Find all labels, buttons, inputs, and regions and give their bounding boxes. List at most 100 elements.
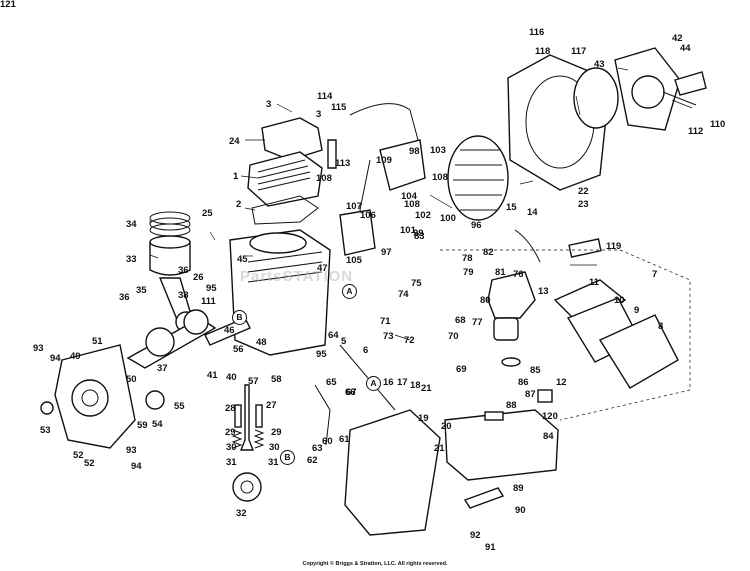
fuel-pump-cup (501, 357, 521, 367)
callout-label: 119 (606, 241, 622, 252)
callout-label: 20 (441, 421, 452, 432)
callout-label: 76 (513, 269, 524, 280)
spark-plug-lead (349, 103, 419, 141)
callout-label: 102 (415, 210, 431, 221)
callout-label: 50 (126, 374, 137, 385)
callout-label: 13 (538, 286, 549, 297)
callout-label: 89 (513, 483, 524, 494)
callout-label: 7 (652, 269, 658, 280)
callout-label: 54 (152, 419, 163, 430)
valve-spring (231, 429, 243, 449)
callout-label: 78 (462, 253, 473, 264)
callout-label: 36 (178, 265, 189, 276)
callout-label: 29 (271, 427, 282, 438)
callout-label: 86 (518, 377, 529, 388)
callout-label: 55 (174, 401, 185, 412)
dashed-outline (440, 249, 691, 421)
tappet (234, 404, 242, 428)
watermark: PartsSTATION (240, 268, 354, 285)
callout-label: 73 (383, 331, 394, 342)
marker-b: B (232, 310, 247, 325)
callout-label: 71 (380, 316, 391, 327)
cam-gear (232, 472, 262, 502)
marker-b: B (280, 450, 295, 465)
piston (149, 241, 191, 276)
callout-label: 15 (506, 202, 517, 213)
callout-label: 53 (40, 425, 51, 436)
callout-label: 31 (268, 457, 279, 468)
callout-label: 82 (483, 247, 494, 258)
head-gasket (251, 195, 319, 225)
callout-label: 40 (226, 372, 237, 383)
callout-label: 8 (658, 321, 664, 332)
callout-label: 70 (448, 331, 459, 342)
callout-label: 60 (322, 436, 333, 447)
callout-label: 108 (404, 199, 420, 210)
callout-label: 46 (224, 325, 235, 336)
callout-label: 1 (233, 171, 239, 182)
callout-label: 63 (312, 443, 323, 454)
callout-label: 108 (316, 173, 332, 184)
callout-label: 43 (594, 59, 605, 70)
callout-label: 110 (710, 119, 726, 130)
callout-label: 30 (226, 442, 237, 453)
callout-label: 35 (136, 285, 147, 296)
fuel-bowl (493, 317, 519, 341)
callout-label: 68 (455, 315, 466, 326)
callout-label: 105 (346, 255, 362, 266)
callout-label: 23 (578, 199, 589, 210)
callout-label: 104 (401, 191, 417, 202)
callout-label: 11 (589, 277, 600, 288)
callout-label: 26 (193, 272, 204, 283)
callout-label: 115 (331, 102, 347, 113)
callout-label: 49 (70, 351, 81, 362)
callout-label: 88 (506, 400, 517, 411)
callout-label: 75 (411, 278, 422, 289)
callout-label: 21 (421, 383, 432, 394)
callout-label: 34 (126, 219, 137, 230)
callout-label: 80 (480, 295, 491, 306)
callout-label: 10 (614, 295, 625, 306)
fuel-line (514, 229, 541, 263)
callout-label: 109 (376, 155, 392, 166)
callout-label: 47 (317, 263, 328, 274)
callout-label: 111 (201, 296, 216, 307)
muffler-shroud (344, 409, 441, 536)
callout-label: 100 (440, 213, 456, 224)
callout-label: 44 (680, 43, 691, 54)
callout-label: 112 (688, 126, 704, 137)
intake-valve (239, 384, 255, 451)
callout-label: 97 (381, 247, 392, 258)
callout-label: 28 (225, 403, 236, 414)
callout-label: 94 (131, 461, 142, 472)
callout-label: 16 (383, 377, 394, 388)
governor-gear (145, 390, 165, 410)
breather (339, 209, 376, 256)
callout-label: 95 (206, 283, 217, 294)
callout-label: 83 (414, 231, 425, 242)
callout-label: 57 (248, 376, 259, 387)
callout-label: 99 (413, 228, 424, 239)
head-cover (261, 117, 323, 161)
callout-label: 85 (530, 365, 541, 376)
callout-label: 48 (256, 337, 267, 348)
starter-handle (674, 71, 707, 96)
callout-label: 81 (495, 267, 506, 278)
fuel-tank (444, 409, 559, 481)
callout-label: 21 (434, 443, 445, 454)
carburetor (487, 271, 536, 319)
callout-label: 92 (470, 530, 481, 541)
copyright-line: Copyright © Briggs & Stratton, LLC. All … (302, 561, 448, 567)
callout-label: 94 (50, 353, 61, 364)
callout-label: 29 (225, 427, 236, 438)
callout-label: 31 (226, 457, 237, 468)
fuel-cap (484, 411, 504, 421)
callout-label: 79 (463, 267, 474, 278)
callout-label: 62 (307, 455, 318, 466)
callout-label: 95 (316, 349, 327, 360)
callout-label: 118 (535, 46, 551, 57)
callout-label: 69 (456, 364, 467, 375)
callout-label: 19 (418, 413, 429, 424)
